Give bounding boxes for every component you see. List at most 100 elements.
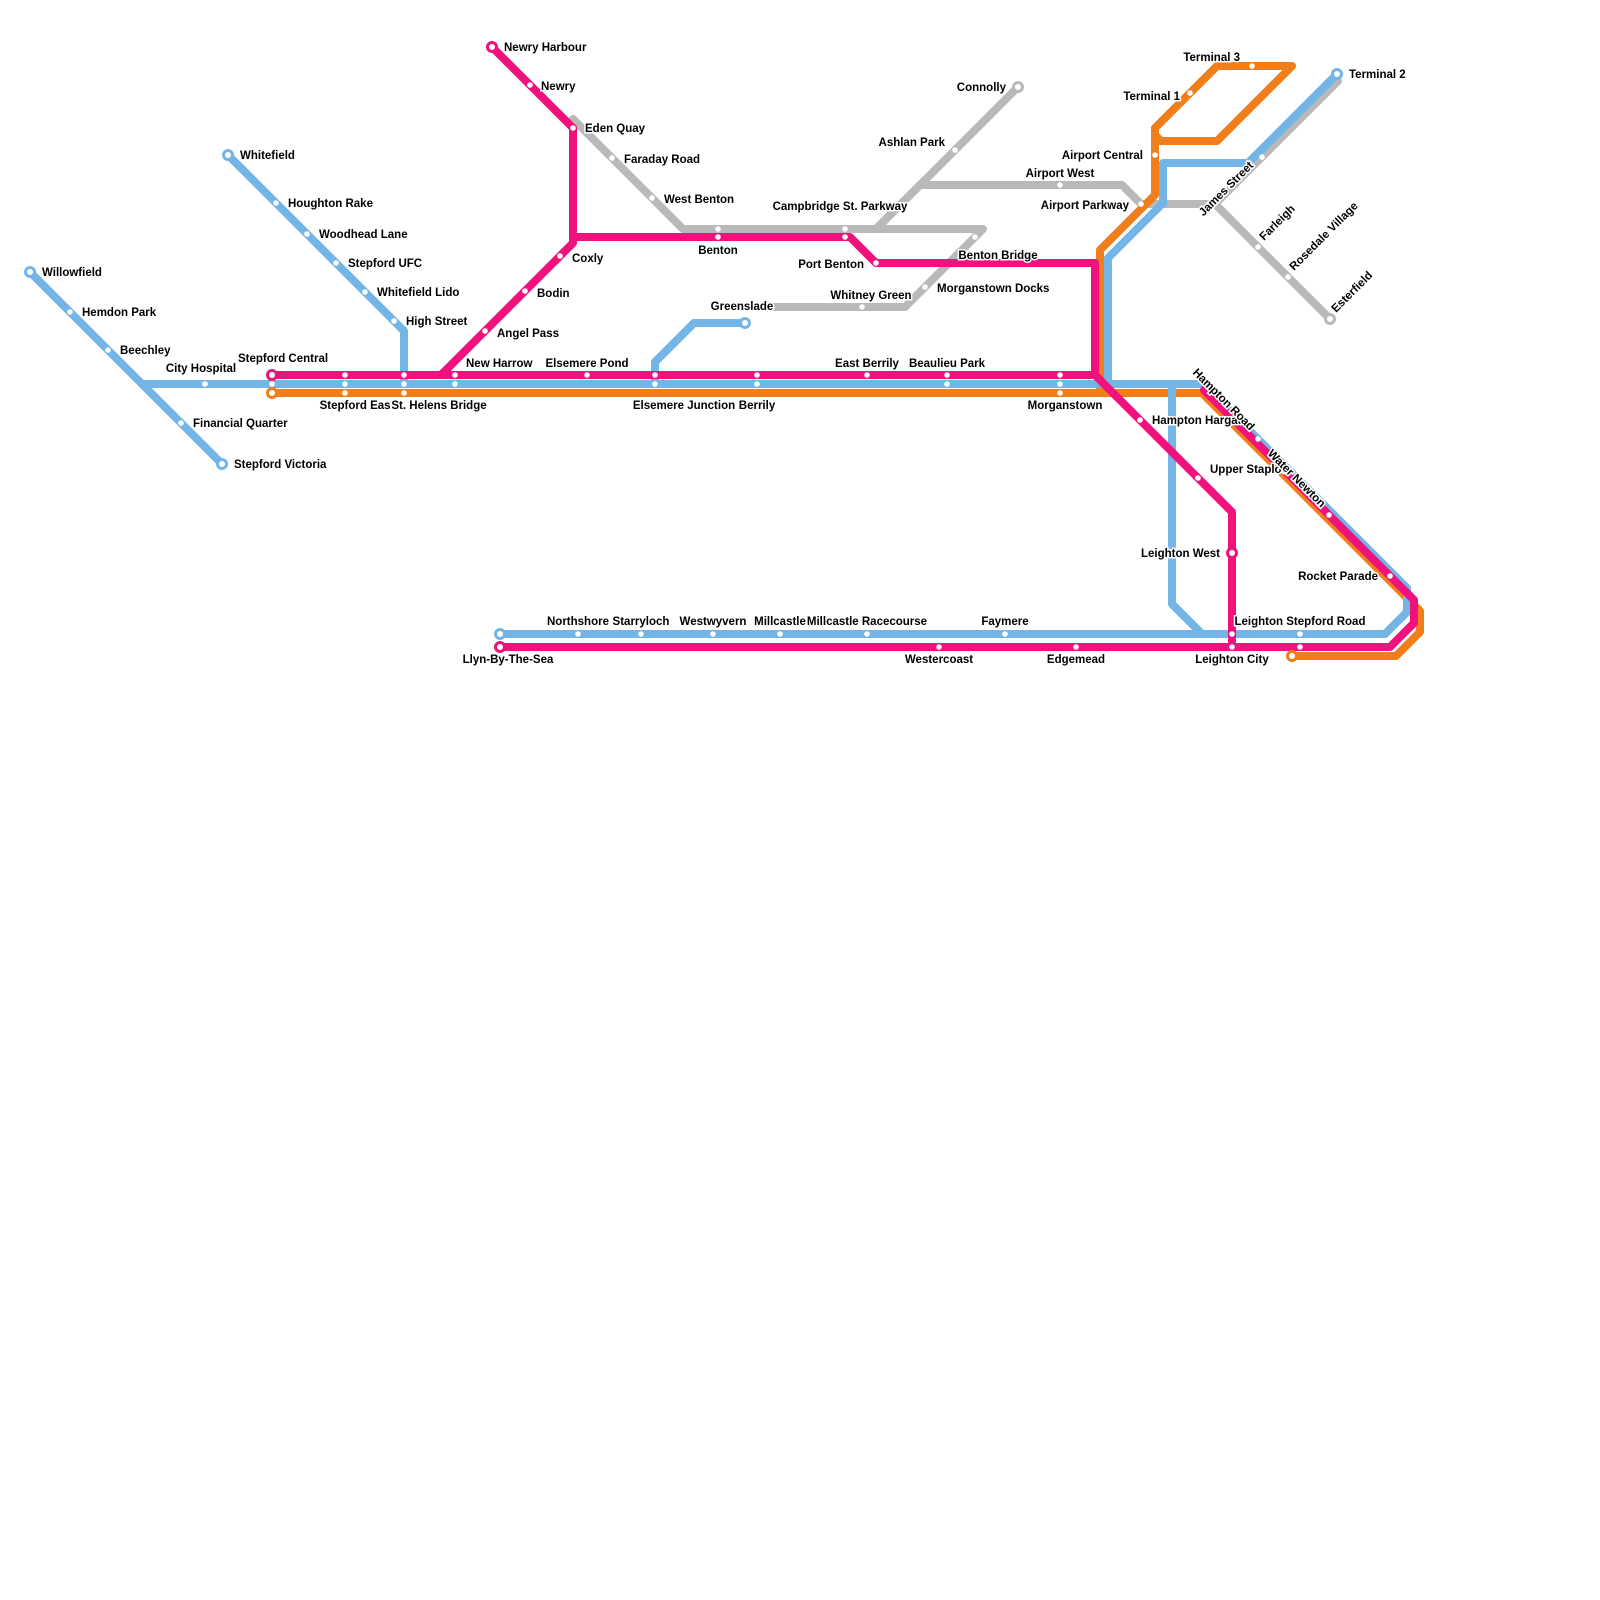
station-label-stepford-central: Stepford Central xyxy=(238,353,328,365)
terminus-marker-connolly xyxy=(1012,81,1024,93)
terminus-marker-esterfield xyxy=(1324,313,1336,325)
station-dot-whitney-green xyxy=(859,304,865,310)
terminus-marker-greenslade xyxy=(739,317,751,329)
station-dot-stepford-ufc xyxy=(333,260,339,266)
station-label-rocket-parade: Rocket Parade xyxy=(1298,571,1378,583)
station-dot-stepford-east xyxy=(342,390,348,396)
station-label-benton: Benton xyxy=(698,245,738,257)
line-waterline-segment-1 xyxy=(138,380,1411,638)
station-dot-starryloch xyxy=(638,631,644,637)
line-metro-main-segment-0 xyxy=(569,115,987,311)
station-label-westercoast: Westercoast xyxy=(905,654,973,666)
station-dot-beaulieu-park xyxy=(944,381,950,387)
line-airlink-segment-2 xyxy=(1151,62,1296,145)
station-dot-westwyvern xyxy=(710,631,716,637)
station-dot-financial-quarter xyxy=(178,420,184,426)
station-dot-faymere xyxy=(1002,631,1008,637)
station-dot-st-helens-bridge xyxy=(401,390,407,396)
station-dot-berrily xyxy=(754,381,760,387)
terminus-marker-llyn-by-the-sea xyxy=(494,641,506,653)
station-label-newry: Newry xyxy=(541,81,576,93)
station-label-ashlan-park: Ashlan Park xyxy=(879,137,946,149)
station-label-terminal-1: Terminal 1 xyxy=(1123,91,1180,103)
station-dot-beaulieu-park xyxy=(944,372,950,378)
station-dot-elsemere-junction xyxy=(652,372,658,378)
station-dot-elsemere-junction xyxy=(652,381,658,387)
station-dot-hampton-road xyxy=(1255,436,1261,442)
station-label-morganstown: Morganstown xyxy=(1028,400,1103,412)
station-dot-rosedale-village xyxy=(1285,274,1291,280)
station-dot-woodhead-lane xyxy=(304,231,310,237)
station-dot-beechley xyxy=(105,347,111,353)
station-dot-houghton-rake xyxy=(273,200,279,206)
station-label-millcastle-racecourse: Millcastle Racecourse xyxy=(807,616,927,628)
station-dot-west-benton xyxy=(649,195,655,201)
station-dot-berrily xyxy=(754,372,760,378)
terminus-marker-newry-harbour xyxy=(486,41,498,53)
station-dot-port-benton xyxy=(873,260,879,266)
station-dot-faraday-road xyxy=(609,155,615,161)
station-dot-new-harrow xyxy=(452,372,458,378)
station-label-woodhead-lane: Woodhead Lane xyxy=(319,229,408,241)
station-label-leighton-west: Leighton West xyxy=(1141,548,1220,560)
station-dot-leighton-stepford-road xyxy=(1297,631,1303,637)
station-label-esterfield: Esterfield xyxy=(1330,270,1376,316)
station-label-whitefield: Whitefield xyxy=(240,150,295,162)
station-dot-coxly xyxy=(557,253,563,259)
station-label-millcastle: Millcastle xyxy=(754,616,806,628)
station-label-elsemere-junction: Elsemere Junction xyxy=(633,400,735,412)
station-label-angel-pass: Angel Pass xyxy=(497,328,559,340)
station-label-new-harrow: New Harrow xyxy=(466,358,533,370)
station-label-llyn-by-the-sea: Llyn-By-The-Sea xyxy=(463,654,554,666)
line-waterline-segment-0 xyxy=(26,268,226,468)
station-label-airport-central: Airport Central xyxy=(1062,150,1143,162)
terminus-marker-leighton-west xyxy=(1226,547,1238,559)
station-label-campbridge-st-parkway: Campbridge St. Parkway xyxy=(773,201,908,213)
station-dot-james-street xyxy=(1259,154,1265,160)
station-dot-millcastle xyxy=(777,631,783,637)
station-label-houghton-rake: Houghton Rake xyxy=(288,198,373,210)
station-dot-hemdon-park xyxy=(67,309,73,315)
station-dot-ashlan-park xyxy=(952,147,958,153)
station-dot-rocket-parade xyxy=(1387,573,1393,579)
terminus-marker-terminal-2 xyxy=(1331,68,1343,80)
station-dot-newry xyxy=(527,82,533,88)
line-waterline-segment-5 xyxy=(1104,70,1341,388)
station-label-airport-parkway: Airport Parkway xyxy=(1041,200,1130,212)
station-dot-terminal-1 xyxy=(1187,90,1193,96)
station-label-westwyvern: Westwyvern xyxy=(680,616,747,628)
station-label-farleigh: Farleigh xyxy=(1258,203,1298,243)
station-label-upper-staploe: Upper Staploe xyxy=(1210,464,1288,476)
station-dot-high-street xyxy=(391,318,397,324)
station-dot-new-harrow xyxy=(452,381,458,387)
station-dot-elsemere-pond xyxy=(584,372,590,378)
station-dot-farleigh xyxy=(1255,244,1261,250)
station-label-coxly: Coxly xyxy=(572,253,604,265)
station-dot-benton xyxy=(715,226,721,232)
line-connect-express-segment-0 xyxy=(437,43,577,379)
terminus-marker-willowfield xyxy=(24,266,36,278)
station-label-faymere: Faymere xyxy=(981,616,1028,628)
station-dot-st-helens-bridge xyxy=(401,372,407,378)
station-label-newry-harbour: Newry Harbour xyxy=(504,42,587,54)
line-connect-express-segment-4 xyxy=(496,386,1418,651)
station-label-faraday-road: Faraday Road xyxy=(624,154,700,166)
terminus-marker-stepford-victoria xyxy=(216,458,228,470)
station-label-benton-bridge: Benton Bridge xyxy=(958,250,1037,262)
station-label-bodin: Bodin xyxy=(537,288,570,300)
station-label-eden-quay: Eden Quay xyxy=(585,123,646,135)
station-label-willowfield: Willowfield xyxy=(42,267,102,279)
station-label-city-hospital: City Hospital xyxy=(166,363,236,375)
station-label-hemdon-park: Hemdon Park xyxy=(82,307,157,319)
station-dot-leighton-stepford-road xyxy=(1297,644,1303,650)
station-dot-morganstown-docks xyxy=(922,284,928,290)
station-label-edgemead: Edgemead xyxy=(1047,654,1105,666)
station-label-whitney-green: Whitney Green xyxy=(830,290,911,302)
station-dot-benton xyxy=(715,234,721,240)
line-waterline-segment-2 xyxy=(224,151,408,388)
station-dot-westercoast xyxy=(936,644,942,650)
station-dot-morganstown xyxy=(1057,372,1063,378)
station-label-connolly: Connolly xyxy=(957,82,1007,94)
station-dot-east-berrily xyxy=(864,372,870,378)
